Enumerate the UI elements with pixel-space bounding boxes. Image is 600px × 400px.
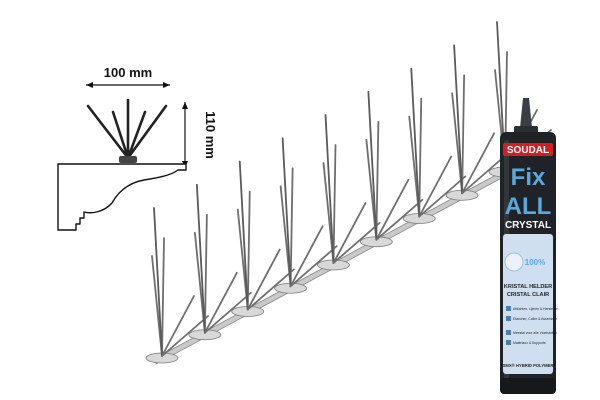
spike-wire (203, 291, 252, 334)
spike-unit (317, 114, 381, 271)
spike-wire (203, 213, 208, 334)
dimension-diagram: 100 mm 110 mm (57, 65, 218, 231)
spike-wire (375, 178, 410, 241)
spike-wire (238, 160, 249, 311)
adhesive-tube: SOUDAL Fix ALL CRYSTAL 100% KRISTAL HELD… (500, 98, 559, 394)
spike-wire (461, 132, 496, 195)
spike-wire (161, 237, 165, 357)
width-arrow-head-right (163, 82, 170, 88)
spike-unit (359, 90, 424, 248)
product-name-line1: Fix (511, 164, 546, 191)
spike-wire (453, 44, 464, 195)
spike-wire (332, 202, 367, 264)
spike-wire (246, 190, 251, 311)
spike-wire (203, 271, 238, 334)
desc-line1: KRISTAL HELDER (504, 284, 552, 290)
spike-wire (246, 268, 295, 311)
spike-wire (195, 183, 206, 334)
spike-base-clip (119, 156, 137, 163)
spike-wire (289, 167, 294, 288)
spike-unit (145, 207, 209, 364)
spike-wire (418, 175, 467, 218)
spike-fan (86, 98, 168, 160)
spike-wire (153, 207, 163, 357)
tube-bottom-band (500, 378, 556, 394)
product-name-line2: ALL (505, 193, 552, 220)
spike-wire (418, 155, 453, 218)
spike-wire (332, 144, 337, 264)
feature-1: Afdichten, Lijmen & Herstellen (513, 307, 559, 311)
crystal-badge-text: 100% (525, 258, 545, 267)
spike-wire (161, 295, 195, 357)
feature-4: Matériaux & Supports (513, 341, 546, 345)
product-variant: CRYSTAL (505, 220, 551, 231)
spike-wire (410, 67, 421, 218)
spike-unit (402, 67, 467, 224)
spike-wire (289, 245, 338, 288)
spike-wire (332, 222, 381, 264)
ledge-profile (57, 163, 187, 231)
width-arrow-head-left (86, 82, 93, 88)
tech-label: SMX® HYBRID POLYMER (503, 363, 554, 368)
bird-spike-strip (145, 21, 552, 365)
spike-wire (324, 114, 335, 264)
height-label: 110 mm (203, 111, 218, 159)
brand-band (503, 143, 553, 156)
spike-wire (161, 315, 209, 357)
tube-nozzle (520, 98, 532, 128)
brand-name: SOUDAL (507, 145, 549, 156)
spike-unit (274, 137, 338, 294)
spike-unit (231, 160, 295, 317)
crystal-badge (504, 252, 524, 272)
spike-wire (375, 198, 424, 241)
width-label: 100 mm (104, 65, 152, 80)
desc-line2: CRISTAL CLAIR (507, 292, 549, 298)
spike-wire (246, 248, 281, 311)
height-arrow-head-top (182, 102, 188, 109)
spike-wire (281, 137, 292, 288)
spike-unit (188, 183, 252, 341)
feature-3: Meestal voor alle Vloeistoffen (513, 331, 557, 335)
feature-list: Afdichten, Lijmen & Herstellen Etancher,… (506, 306, 559, 345)
spike-wire (375, 120, 380, 241)
spike-wire (367, 90, 378, 241)
spike-wire (418, 97, 423, 218)
spike-wire (289, 225, 324, 288)
spike-wire (461, 74, 466, 195)
feature-2: Etancher, Coller & Assembler (513, 317, 558, 321)
